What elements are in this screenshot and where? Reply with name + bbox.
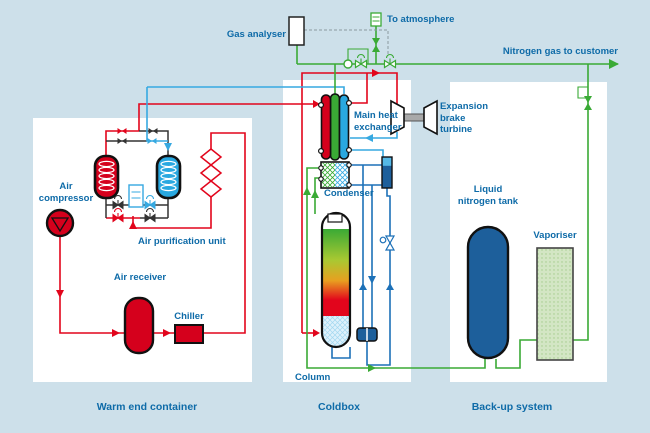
air-compressor-symbol xyxy=(45,208,75,238)
dust-filter xyxy=(128,184,144,208)
vaporiser-label: Vaporiser xyxy=(533,230,577,241)
condenser-label: Condenser xyxy=(324,188,374,199)
red-air-piping xyxy=(59,72,398,334)
backup-outlet-valve xyxy=(584,96,592,110)
coldbox-caption: Coldbox xyxy=(318,401,360,413)
gas-analyser-label: Gas analyser xyxy=(226,29,286,40)
subcooler-vessel xyxy=(381,156,393,189)
main-heat-exchanger-block xyxy=(318,93,353,161)
column-label: Column xyxy=(295,372,331,383)
warm-end-caption: Warm end container xyxy=(96,401,198,413)
cyan-flow-arrows xyxy=(164,134,373,151)
green-flow-arrows xyxy=(303,59,619,372)
nitrogen-customer-label: Nitrogen gas to customer xyxy=(502,46,618,57)
green-bypass-loops xyxy=(347,48,588,99)
blue-control-valve xyxy=(379,235,396,251)
vent-silencer xyxy=(370,12,382,27)
condenser-block xyxy=(318,161,352,189)
expansion-turbine xyxy=(390,99,438,136)
chiller-unit xyxy=(174,324,204,344)
product-control-valve-2 xyxy=(383,53,397,69)
liquid-nitrogen-tank-label: Liquid nitrogen tank xyxy=(457,184,519,207)
liquid-pump xyxy=(356,327,378,342)
adsorber-vessel-b xyxy=(155,154,182,200)
air-receiver-vessel xyxy=(123,296,155,355)
analyser-signal-line xyxy=(304,29,389,56)
main-heat-exchanger-label: Main heat exchanger xyxy=(354,110,402,133)
chiller-label: Chiller xyxy=(174,311,204,322)
adsorber-inlet-valves xyxy=(117,128,158,144)
product-control-valve-1 xyxy=(354,53,368,69)
flow-indicator xyxy=(343,59,353,69)
vent-valve xyxy=(372,38,380,52)
adsorber-vessel-a xyxy=(93,154,120,200)
adsorber-outlet-valves xyxy=(112,194,156,223)
blue-flow-arrows xyxy=(359,276,394,290)
air-receiver-label: Air receiver xyxy=(113,272,167,283)
expansion-brake-turbine-label: Expansion brake turbine xyxy=(440,101,489,135)
vaporiser-unit xyxy=(536,247,574,361)
to-atmosphere-label: To atmosphere xyxy=(387,14,455,25)
purification-heat-exchanger xyxy=(199,148,223,198)
gas-analyser-unit xyxy=(288,16,305,46)
blue-liquid-piping xyxy=(331,164,391,366)
backup-caption: Back-up system xyxy=(471,401,553,413)
air-compressor-label: Air compressor xyxy=(38,181,94,204)
red-flow-arrows xyxy=(56,69,380,337)
cyan-waste-piping xyxy=(146,86,398,157)
distillation-column xyxy=(320,211,352,349)
air-purification-unit-label: Air purification unit xyxy=(138,236,226,247)
liquid-nitrogen-tank-vessel xyxy=(466,225,510,360)
